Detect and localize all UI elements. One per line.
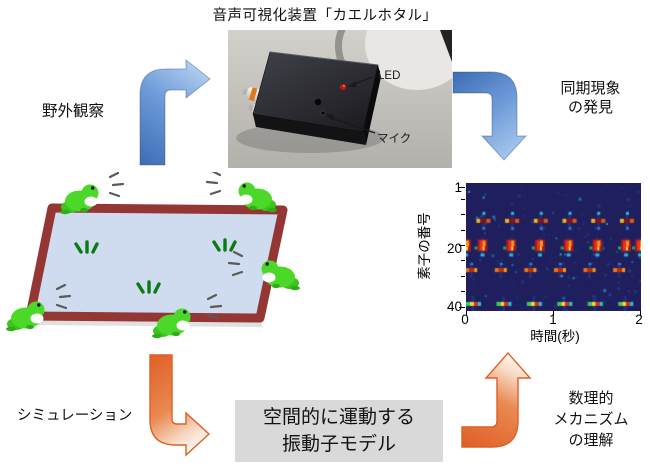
axis-tick: [459, 245, 465, 246]
label-simulation: シミュレーション: [17, 408, 133, 424]
mic-hole: [320, 110, 326, 116]
heatmap-ylabel: 素子の番号: [417, 212, 432, 280]
arrow-observation-up-icon: [139, 58, 211, 166]
label-sync-discovery-line1: 同期現象: [560, 80, 621, 97]
led-dot: [340, 84, 346, 90]
label-mechanism: 数理的 メカニズム の理解: [536, 388, 646, 451]
device-box: [252, 51, 381, 145]
heatmap-xtick-2: 2: [635, 312, 643, 327]
arrow-discovery-down-icon: [452, 71, 528, 161]
oscillator-model-box: 空間的に運動する 振動子モデル: [235, 400, 443, 462]
heatmap-xtick-0: 0: [461, 312, 469, 327]
axis-tick: [461, 291, 465, 292]
device-photo: LED マイク: [228, 30, 452, 168]
figure-title: 音声可視化装置「カエルホタル」: [212, 8, 438, 24]
axis-tick: [461, 276, 465, 277]
axis-tick: [640, 311, 641, 315]
label-sync-discovery: 同期現象 の発見: [538, 79, 643, 117]
label-sync-discovery-line2: の発見: [567, 99, 613, 116]
frog-call-marks: [205, 172, 222, 196]
axis-tick: [459, 307, 465, 308]
led-annotation: LED: [347, 70, 400, 87]
mic-arrow-icon: [325, 114, 335, 121]
axis-tick: [466, 311, 467, 315]
sync-heatmap-canvas: [466, 183, 641, 311]
model-box-line1: 空間的に運動する: [262, 407, 415, 428]
frog-bottom-left: [6, 301, 45, 332]
paddy-field: [25, 203, 288, 323]
arrow-simulation-down-icon: [149, 354, 211, 457]
axis-tick: [461, 260, 465, 261]
axis-tick: [553, 311, 554, 315]
arrow-mechanism-up-icon: [461, 351, 532, 448]
label-mechanism-line3: の理解: [568, 432, 614, 449]
field-shadow: [29, 319, 263, 327]
axis-tick: [461, 214, 465, 215]
mic-annotation: マイク: [325, 114, 411, 145]
led-arrow-icon: [347, 81, 356, 87]
led-highlight: [343, 85, 345, 87]
heatmap-ytick-1: 1: [440, 180, 462, 195]
heatmap-xtick-1: 1: [549, 312, 557, 327]
label-field-observation: 野外観察: [42, 103, 105, 120]
axis-tick: [459, 187, 465, 188]
led-label: LED: [378, 70, 400, 82]
axis-tick: [461, 230, 465, 231]
mic-label: マイク: [377, 132, 411, 145]
heatmap-xlabel: 時間(秒): [530, 329, 580, 344]
frog-call-marks: [108, 172, 125, 198]
heatmap-ytick-40: 40: [446, 299, 462, 314]
heatmap-ytick-20: 20: [446, 241, 462, 256]
model-box-line2: 振動子モデル: [281, 434, 396, 455]
paddy-field-illustration: [6, 172, 300, 339]
hole-large: [314, 98, 322, 106]
axis-tick: [461, 199, 465, 200]
label-mechanism-line2: メカニズム: [553, 411, 629, 428]
label-mechanism-line1: 数理的: [568, 390, 614, 407]
